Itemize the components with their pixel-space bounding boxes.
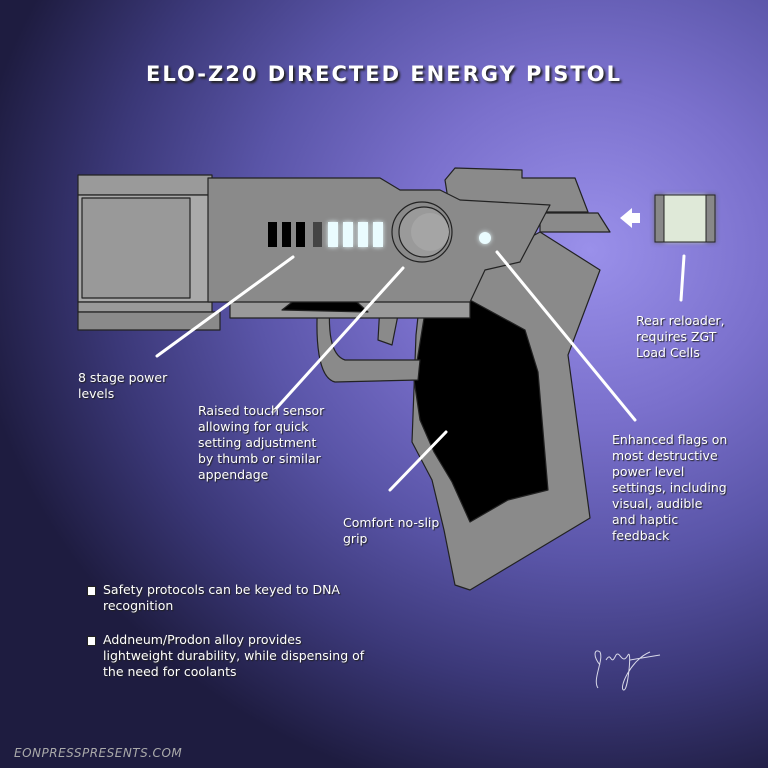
callout-power-levels: 8 stage power levels bbox=[78, 370, 167, 402]
callout-text: grip bbox=[343, 531, 368, 546]
callout-text: power level bbox=[612, 464, 685, 479]
load-cell bbox=[654, 194, 716, 243]
bullet-text: Addneum/Prodon alloy provides bbox=[103, 632, 302, 647]
power-bar-lit bbox=[358, 222, 368, 247]
page-title: ELO-Z20 DIRECTED ENERGY PISTOL bbox=[146, 62, 622, 86]
callout-text: appendage bbox=[198, 467, 269, 482]
callout-text: requires ZGT bbox=[636, 329, 717, 344]
callout-text: setting adjustment bbox=[198, 435, 317, 450]
arrow-icon bbox=[620, 208, 640, 228]
callout-text: feedback bbox=[612, 528, 670, 543]
callout-text: Enhanced flags on bbox=[612, 432, 728, 447]
callout-text: by thumb or similar bbox=[198, 451, 321, 466]
callout-reloader: Rear reloader, requires ZGT Load Cells bbox=[636, 313, 725, 361]
signature bbox=[594, 650, 661, 691]
callout-line bbox=[495, 250, 637, 422]
callout-text: Comfort no-slip bbox=[343, 515, 440, 530]
bullet-text: the need for coolants bbox=[103, 664, 237, 679]
callout-line bbox=[155, 255, 295, 358]
callout-line bbox=[388, 430, 448, 492]
barrel-strip2 bbox=[77, 311, 221, 331]
callout-grip: Comfort no-slip grip bbox=[343, 515, 439, 547]
footer-site: EONPRESSPRESENTS.COM bbox=[14, 746, 183, 760]
flag-light bbox=[479, 232, 491, 244]
callout-text: and haptic bbox=[612, 512, 679, 527]
power-bar bbox=[268, 222, 277, 247]
power-bar-lit bbox=[328, 222, 338, 247]
bullet-text: Safety protocols can be keyed to DNA bbox=[103, 582, 340, 597]
power-bar bbox=[313, 222, 322, 247]
callout-text: settings, including bbox=[612, 480, 727, 495]
barrel-top bbox=[77, 174, 213, 196]
callout-text: visual, audible bbox=[612, 496, 703, 511]
bullet-text: recognition bbox=[103, 598, 174, 613]
bullet-item: Safety protocols can be keyed to DNA rec… bbox=[87, 582, 340, 614]
power-bar bbox=[296, 222, 305, 247]
bullet-text: lightweight durability, while dispensing… bbox=[103, 648, 365, 663]
callout-text: levels bbox=[78, 386, 115, 401]
callout-text: 8 stage power bbox=[78, 370, 168, 385]
callout-text: Load Cells bbox=[636, 345, 700, 360]
callout-line bbox=[271, 266, 405, 414]
bullet-item: Addneum/Prodon alloy provides lightweigh… bbox=[87, 632, 364, 680]
barrel-inner bbox=[81, 197, 191, 299]
trigger-guard bbox=[316, 299, 421, 383]
callout-touch-sensor: Raised touch sensor allowing for quick s… bbox=[198, 403, 324, 483]
callout-text: most destructive bbox=[612, 448, 718, 463]
grip-pad bbox=[413, 299, 549, 523]
bullet-icon bbox=[87, 586, 96, 596]
power-bar-lit bbox=[343, 222, 353, 247]
rear-plate bbox=[539, 212, 611, 233]
bullet-icon bbox=[87, 636, 96, 646]
callout-text: Raised touch sensor bbox=[198, 403, 325, 418]
power-bar bbox=[282, 222, 291, 247]
callout-text: Rear reloader, bbox=[636, 313, 725, 328]
barrel-strip1 bbox=[77, 301, 213, 313]
callout-text: allowing for quick bbox=[198, 419, 309, 434]
power-bar-lit bbox=[373, 222, 383, 247]
callout-flags: Enhanced flags on most destructive power… bbox=[612, 432, 727, 544]
power-display bbox=[268, 222, 383, 247]
callout-line bbox=[679, 254, 686, 302]
